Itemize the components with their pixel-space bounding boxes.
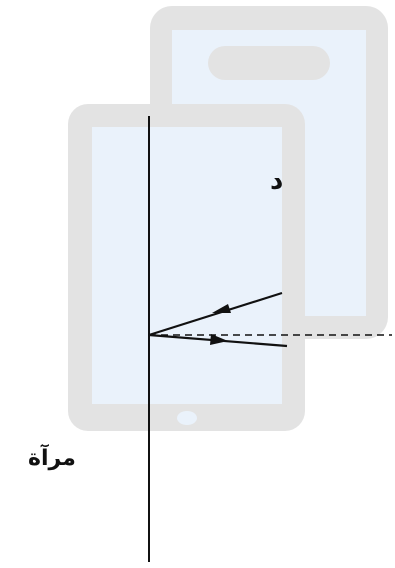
front-tablet: [68, 104, 305, 431]
incident-ray-arrow: [212, 304, 231, 313]
point-label: د: [270, 166, 284, 196]
reflected-ray-arrow: [210, 334, 228, 345]
front-tablet-screen: [92, 127, 282, 404]
incident-ray: [148, 291, 283, 337]
back-tablet-speaker: [208, 46, 330, 80]
front-tablet-home-button: [177, 411, 197, 425]
mirror-label: مرآة: [28, 446, 76, 471]
